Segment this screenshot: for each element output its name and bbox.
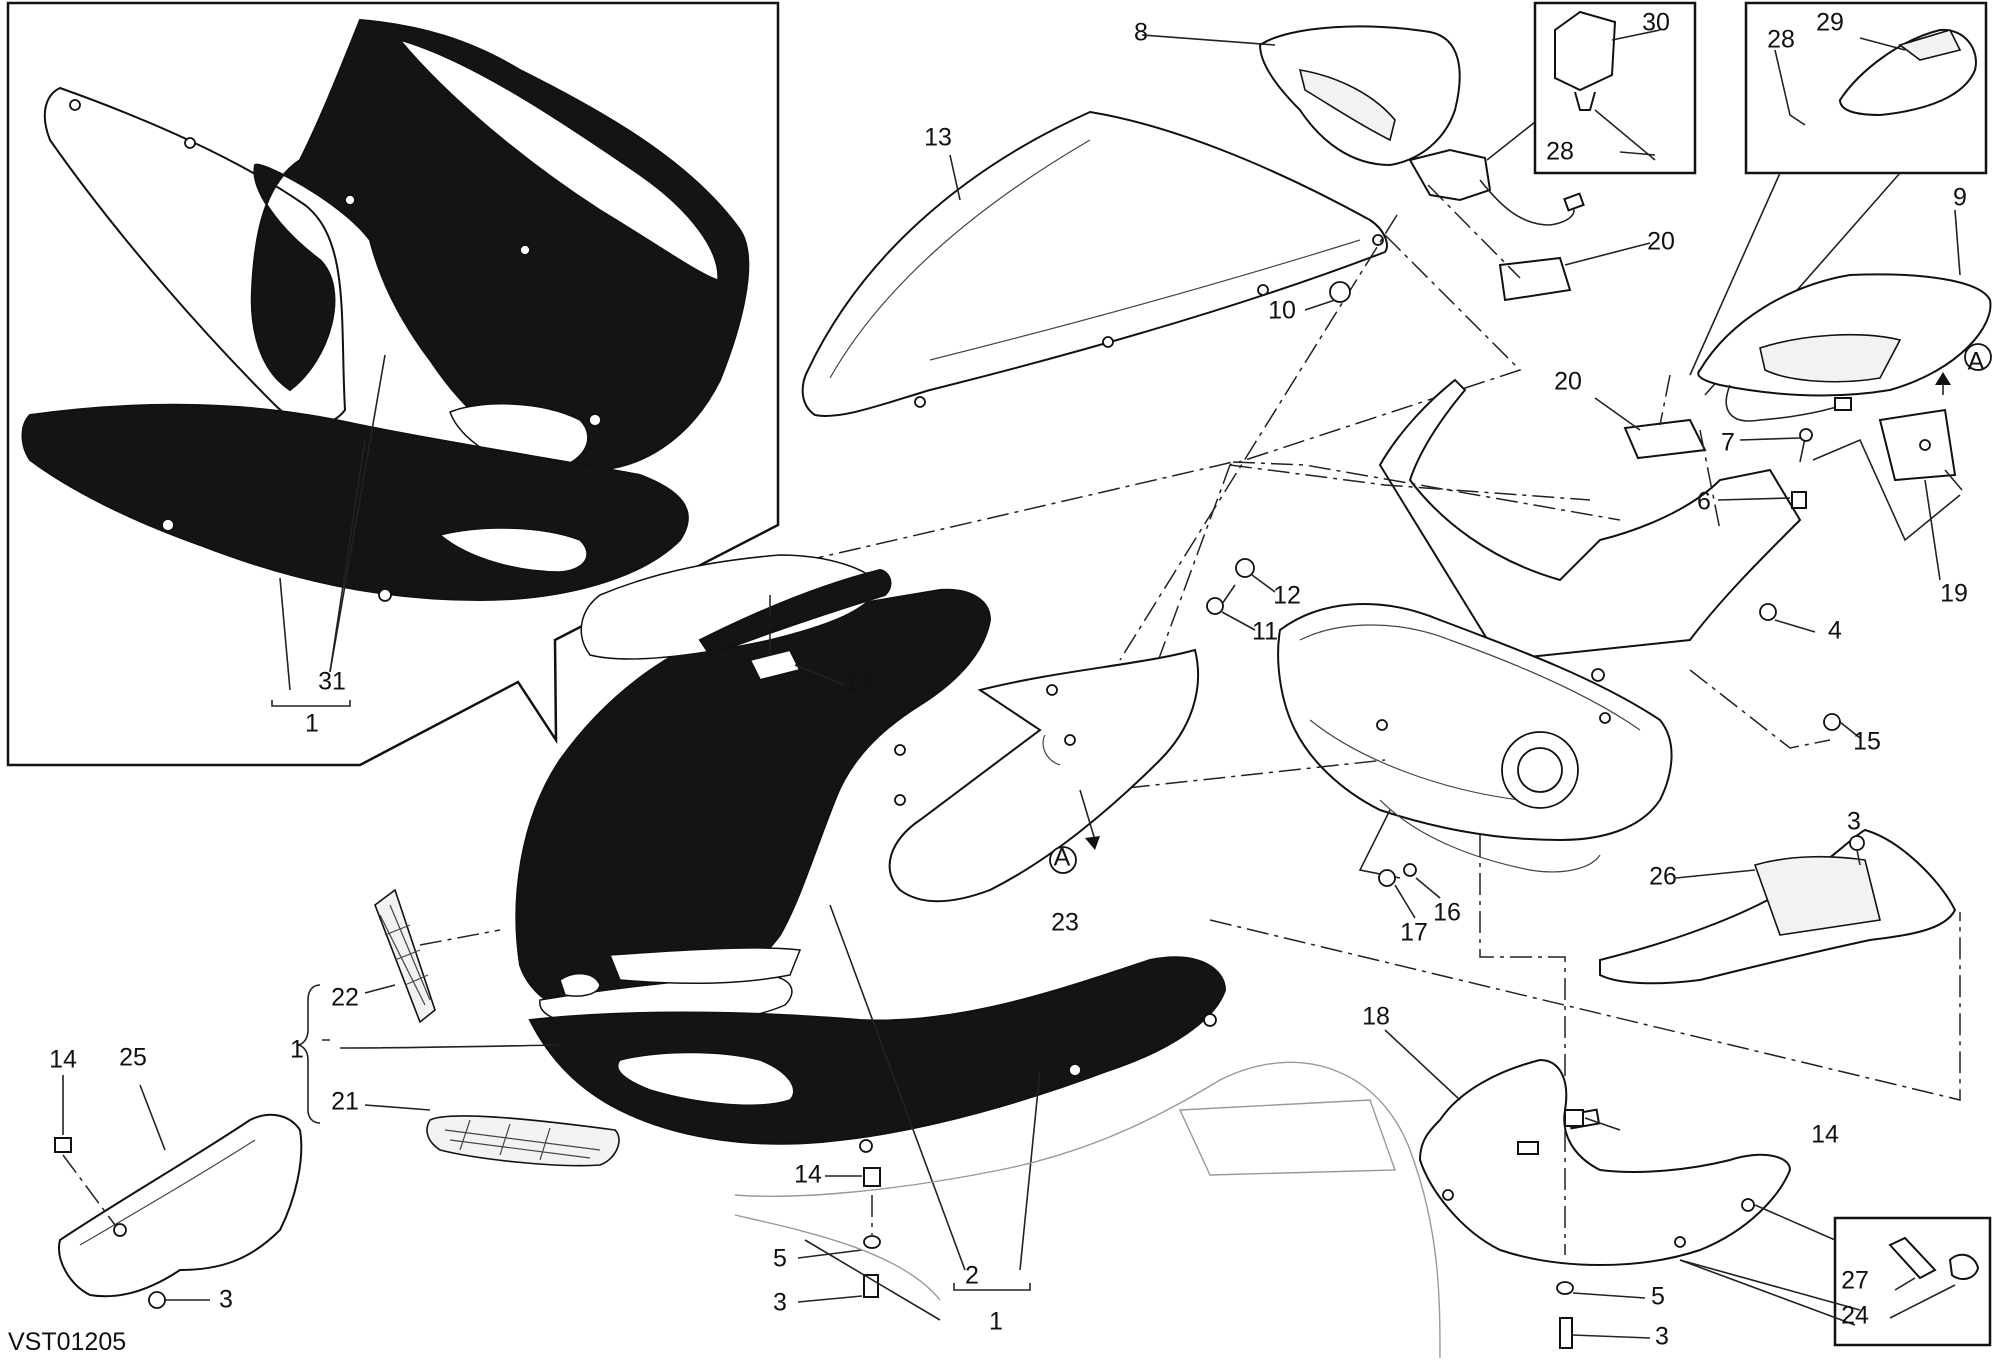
- callout-label: 23: [1051, 909, 1079, 937]
- callout-label: 12: [1273, 582, 1301, 610]
- callout-label: 15: [1853, 728, 1881, 756]
- inset-box-turn-signal: [1533, 1, 1697, 175]
- callout-label: 5: [1651, 1283, 1665, 1311]
- side-panel-part-26: [1599, 828, 1957, 985]
- callout-label: 25: [119, 1044, 147, 1072]
- callout-label: 1: [305, 710, 319, 738]
- bracket-part-20-upper: [1427, 184, 1651, 302]
- front-fairing-part-1: [515, 554, 1227, 1153]
- clip-part-6: [1717, 491, 1807, 509]
- diagram-code: VST01205: [8, 1328, 126, 1356]
- callout-label: 2: [965, 1262, 979, 1290]
- inner-panel-part-25: [54, 1075, 303, 1309]
- callout-label: 10: [1268, 297, 1296, 325]
- bracket-part-20-lower: [1594, 374, 1707, 460]
- bottom-right-fasteners: [1556, 1204, 1992, 1349]
- headlight-frame-assembly: [1277, 378, 1802, 873]
- callout-label: 1: [989, 1308, 1003, 1336]
- callout-label: 17: [1400, 919, 1428, 947]
- callout-label: 30: [1642, 9, 1670, 37]
- callout-label: 3: [219, 1286, 233, 1314]
- screw-part-4: [1759, 603, 1816, 633]
- callout-label: 7: [1721, 429, 1735, 457]
- callout-label: 1: [290, 1036, 304, 1064]
- callout-label: 26: [1649, 863, 1677, 891]
- inset-box-turn-signal-right: [1744, 1, 1988, 175]
- fasteners-bottom-center: [797, 1167, 881, 1303]
- lower-bracket-part-18: [1384, 1029, 1792, 1266]
- callout-label: 27: [1841, 1267, 1869, 1295]
- screw-part-15: [1823, 713, 1861, 739]
- callout-label: 6: [1697, 488, 1711, 516]
- callout-label: 3: [1847, 808, 1861, 836]
- callout-label: 28: [1767, 26, 1795, 54]
- callout-label: 14: [794, 1161, 822, 1189]
- callout-label: A: [1054, 844, 1071, 872]
- screw-part-12: [1221, 558, 1276, 605]
- callout-label: A: [1968, 348, 1985, 376]
- callout-label: 8: [1134, 19, 1148, 47]
- nut-part-10: [1304, 281, 1351, 311]
- mirror-part-8: [1141, 25, 1585, 226]
- callout-label: 16: [1433, 899, 1461, 927]
- screw-part-7: [1739, 428, 1813, 463]
- callout-label: 3: [1655, 1323, 1669, 1351]
- callout-label: 21: [331, 1088, 359, 1116]
- callout-label: 24: [1841, 1302, 1869, 1330]
- callout-label: 4: [1828, 617, 1842, 645]
- callout-label: 13: [924, 124, 952, 152]
- callout-label: 18: [1362, 1003, 1390, 1031]
- callout-label: 20: [1554, 368, 1582, 396]
- callout-label: 19: [844, 670, 872, 698]
- mirror-part-9: [1697, 209, 1992, 422]
- air-mesh-part-22: [374, 888, 436, 1024]
- callout-label: 29: [1816, 9, 1844, 37]
- air-mesh-part-21: [426, 1115, 620, 1167]
- callout-label: 22: [331, 984, 359, 1012]
- windscreen-part-13: [801, 110, 1388, 417]
- callout-label: 3: [773, 1289, 787, 1317]
- callout-label: 20: [1647, 228, 1675, 256]
- callout-label: 31: [318, 668, 346, 696]
- callout-label: 19: [1940, 580, 1968, 608]
- callout-label: 14: [49, 1046, 77, 1074]
- inset-detail-box: [6, 1, 780, 767]
- callout-label: 9: [1953, 184, 1967, 212]
- bracket-part-19-right: [1878, 408, 1963, 581]
- callout-label: 5: [773, 1245, 787, 1273]
- callout-label: 14: [1811, 1121, 1839, 1149]
- screw-part-16-17: [1378, 863, 1441, 919]
- washer-part-11: [1206, 597, 1256, 631]
- callout-label: 11: [1252, 618, 1278, 646]
- callout-label: 28: [1546, 138, 1574, 166]
